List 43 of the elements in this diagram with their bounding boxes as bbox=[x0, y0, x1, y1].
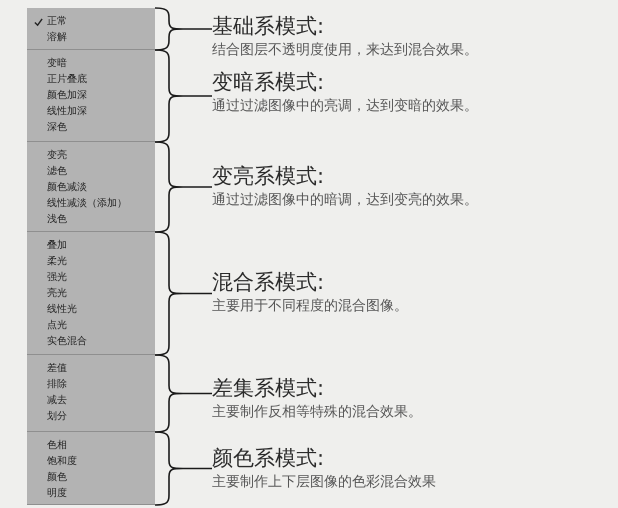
menu-item: 线性减淡（添加） bbox=[47, 196, 127, 211]
menu-item: 叠加 bbox=[47, 238, 67, 253]
mode-heading: 差集系模式: bbox=[212, 375, 324, 402]
menu-item: 颜色加深 bbox=[47, 88, 87, 103]
menu-item: 线性光 bbox=[47, 302, 77, 317]
curly-brace bbox=[154, 141, 213, 233]
menu-item: 正片叠底 bbox=[47, 72, 87, 87]
mode-description-text: 通过过滤图像中的暗调，达到变亮的效果。 bbox=[212, 191, 478, 210]
menu-item: 滤色 bbox=[47, 164, 67, 179]
mode-description-text: 主要制作上下层图像的色彩混合效果 bbox=[212, 473, 436, 492]
curly-brace bbox=[154, 354, 213, 433]
menu-item: 色相 bbox=[47, 438, 67, 453]
mode-description-text: 主要制作反相等特殊的混合效果。 bbox=[212, 403, 422, 422]
menu-item: 强光 bbox=[47, 270, 67, 285]
menu-item: 饱和度 bbox=[47, 454, 77, 469]
mode-heading: 基础系模式: bbox=[212, 13, 324, 40]
menu-item: 点光 bbox=[47, 318, 67, 333]
menu-item: 减去 bbox=[47, 394, 67, 408]
menu-item: 浅色 bbox=[47, 212, 67, 227]
mode-heading: 混合系模式: bbox=[212, 269, 324, 296]
menu-item: 变亮 bbox=[47, 148, 67, 163]
menu-item: 变暗 bbox=[47, 56, 67, 71]
curly-brace bbox=[154, 231, 213, 356]
menu-item: 差值 bbox=[47, 362, 67, 376]
menu-item: 深色 bbox=[47, 121, 67, 135]
menu-item: 亮光 bbox=[47, 286, 67, 301]
menu-item: 线性加深 bbox=[47, 104, 87, 119]
mode-description-text: 结合图层不透明度使用，来达到混合效果。 bbox=[212, 41, 478, 60]
mode-heading: 颜色系模式: bbox=[212, 445, 324, 472]
menu-item: 实色混合 bbox=[47, 334, 87, 349]
menu-item: 颜色 bbox=[47, 470, 67, 485]
menu-item: 明度 bbox=[47, 486, 67, 501]
menu-item: 排除 bbox=[47, 378, 67, 392]
menu-item: 柔光 bbox=[47, 254, 67, 269]
mode-heading: 变亮系模式: bbox=[212, 163, 324, 190]
curly-brace bbox=[154, 49, 213, 143]
menu-item: 颜色减淡 bbox=[47, 180, 87, 195]
mode-description-text: 主要用于不同程度的混合图像。 bbox=[212, 297, 408, 316]
menu-item: 溶解 bbox=[47, 30, 67, 45]
mode-heading: 变暗系模式: bbox=[212, 69, 324, 96]
menu-item: 划分 bbox=[47, 410, 67, 424]
menu-item: 正常 bbox=[47, 14, 67, 29]
mode-description-text: 通过过滤图像中的亮调，达到变暗的效果。 bbox=[212, 97, 478, 116]
